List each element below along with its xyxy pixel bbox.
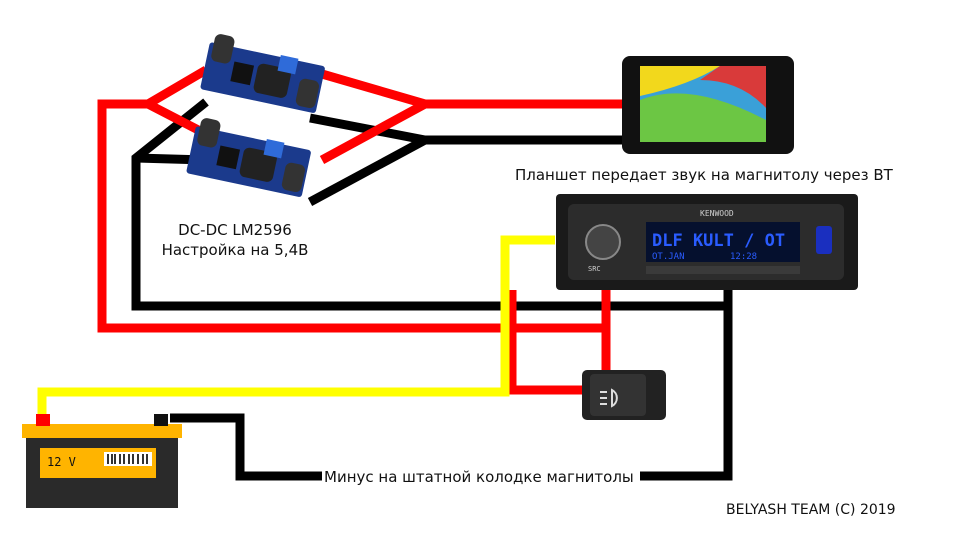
radio-display-time: 12:28 — [730, 252, 757, 262]
ic-chip — [230, 61, 255, 86]
radio-display — [646, 222, 800, 262]
tablet-caption: Планшет передает звук на магнитолу через… — [515, 166, 893, 184]
dc-dc-caption-line2: Настройка на 5,4В — [161, 241, 309, 259]
radio-display-main: DLF KULT / OT — [652, 231, 785, 251]
wire-red-main — [97, 66, 611, 333]
wire-black-main — [640, 280, 733, 481]
inductor — [253, 63, 291, 98]
credit-caption: BELYASH TEAM (C) 2019 — [726, 502, 896, 518]
switch-cap — [590, 374, 646, 416]
wire-black-bus — [131, 98, 728, 311]
radio-button-row — [646, 266, 800, 274]
battery-terminal-positive — [36, 414, 50, 426]
wire-black-to-battery — [170, 413, 322, 481]
tablet-wallpaper-red — [700, 66, 766, 108]
wire-red-out2 — [319, 100, 428, 164]
battery-top — [22, 424, 182, 438]
dc-dc-module-top — [200, 34, 325, 113]
radio-brand: KENWOOD — [700, 209, 734, 218]
capacitor — [197, 118, 221, 148]
capacitor — [211, 34, 235, 64]
car-radio: DLF KULT / OT OT.JAN 12:28 KENWOOD SRC — [556, 194, 858, 290]
radio-src-label: SRC — [588, 265, 601, 273]
wire-red-out1 — [320, 69, 625, 109]
tablet-wallpaper-green — [640, 93, 766, 142]
volume-knob — [585, 224, 621, 260]
capacitor — [281, 162, 306, 193]
wire-black-out2 — [307, 136, 428, 206]
dc-dc-caption: DC-DC LM2596 Настройка на 5,4В — [150, 220, 320, 260]
potentiometer — [277, 55, 299, 75]
radio-usb-port — [816, 226, 832, 254]
barcode-lines — [107, 454, 148, 464]
ic-chip — [216, 145, 241, 170]
tablet-wallpaper-yellow — [640, 66, 720, 96]
wire-yellow — [37, 235, 555, 418]
tablet — [622, 56, 794, 154]
switch — [582, 370, 666, 420]
battery-terminal-negative — [154, 414, 168, 426]
wires — [37, 66, 733, 481]
potentiometer — [263, 139, 285, 159]
dc-dc-module-bottom — [186, 118, 311, 197]
radio-display-sub: OT.JAN — [652, 252, 685, 262]
inductor — [239, 147, 277, 182]
ground-caption: Минус на штатной колодке магнитолы — [322, 468, 636, 486]
battery-voltage: 12 V — [47, 455, 76, 469]
capacitor — [295, 78, 320, 109]
fog-light-symbol — [600, 388, 618, 408]
battery: 12 V — [22, 414, 182, 508]
battery-barcode — [104, 452, 152, 466]
dc-dc-caption-line1: DC-DC LM2596 — [178, 221, 292, 239]
